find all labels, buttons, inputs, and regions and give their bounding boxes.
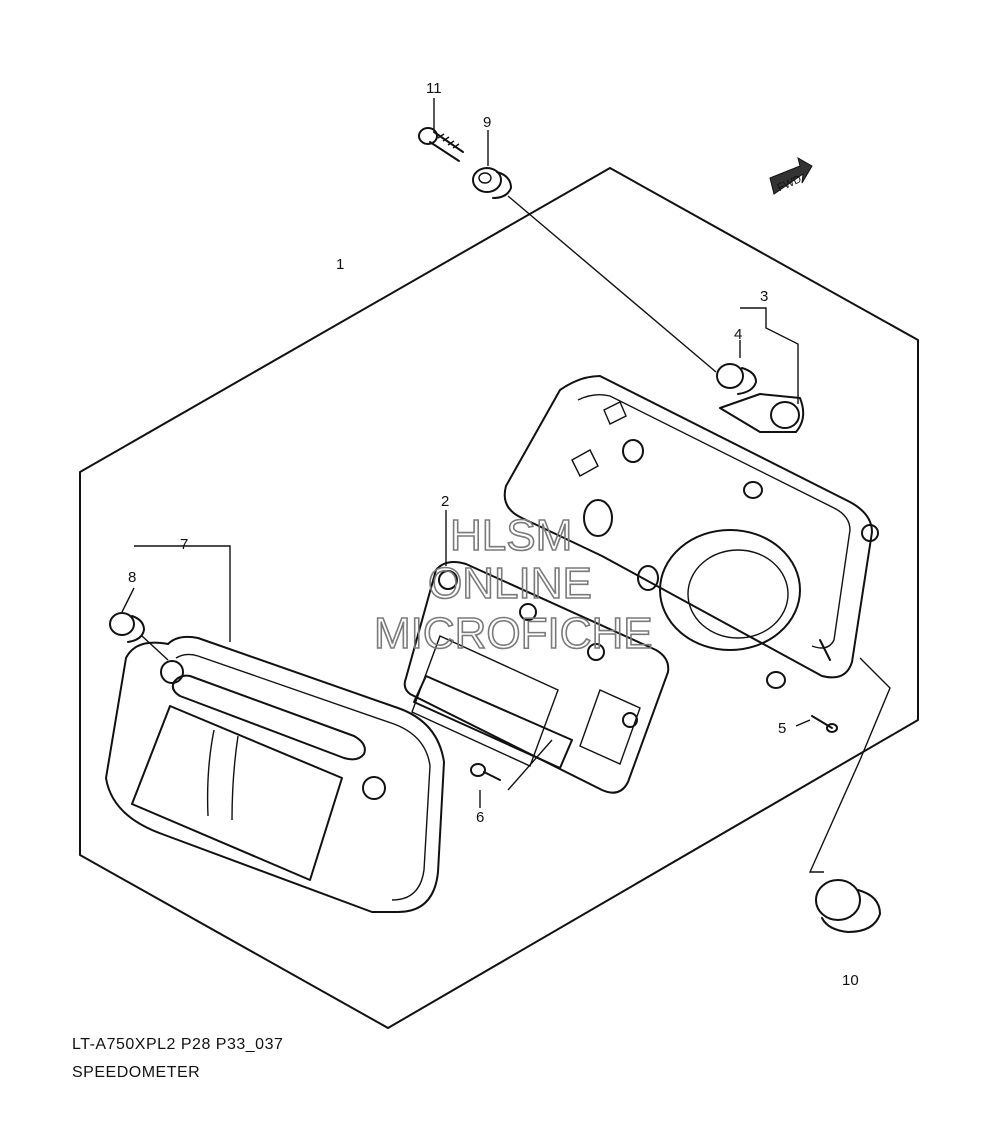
callout-3: 3 <box>760 288 768 305</box>
callout-11: 11 <box>426 80 442 97</box>
callout-8: 8 <box>128 569 136 586</box>
screw-part-11 <box>418 127 464 162</box>
watermark: HLSM ONLINE MICROFICHE <box>373 510 653 659</box>
watermark-line-1: HLSM <box>450 511 572 560</box>
callout-1: 1 <box>336 256 344 273</box>
front-bezel-part-7 <box>105 635 445 913</box>
callout-6: 6 <box>476 809 484 826</box>
grommet-part-9 <box>472 167 512 199</box>
grommet-part-8 <box>109 612 145 643</box>
watermark-line-2: ONLINE <box>428 559 592 608</box>
screw-part-6 <box>470 763 501 781</box>
callout-2: 2 <box>441 493 449 510</box>
callout-5: 5 <box>778 720 786 737</box>
callout-4: 4 <box>734 326 742 343</box>
watermark-line-3: MICROFICHE <box>374 609 653 658</box>
diagram-title: SPEEDOMETER <box>72 1064 201 1081</box>
assembly-boundary <box>79 167 919 1029</box>
callout-10: 10 <box>842 972 859 989</box>
cap-part-10 <box>815 879 881 933</box>
callout-7: 7 <box>180 536 188 553</box>
leader-lines <box>121 98 891 873</box>
callout-9: 9 <box>483 114 491 131</box>
grommet-part-4 <box>716 363 757 395</box>
model-code: LT-A750XPL2 P28 P33_037 <box>72 1036 284 1053</box>
meter-case-part-3 <box>503 375 879 689</box>
fwd-arrow-icon: FWD <box>769 156 813 195</box>
screw-part-5 <box>811 715 838 733</box>
